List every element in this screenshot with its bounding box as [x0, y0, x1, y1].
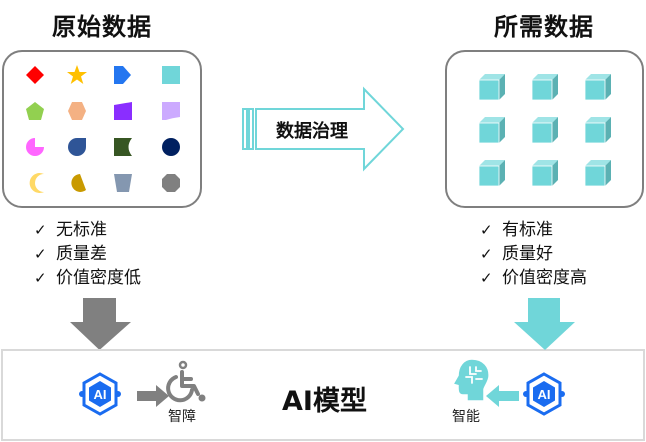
check-icon: ✓: [480, 245, 493, 263]
check-text: 质量差: [56, 244, 107, 264]
check-icon: ✓: [34, 269, 47, 287]
pentagon-shape: [26, 102, 44, 120]
check-icon: ✓: [480, 221, 493, 239]
raw-data-checklist: ✓ 无标准 ✓ 质量差 ✓ 价值密度低: [34, 218, 141, 290]
moon-shape: [29, 173, 44, 193]
raw-data-title: 原始数据: [52, 13, 152, 41]
ai-chip-icon: AI: [523, 372, 565, 416]
required-data-box: [445, 50, 644, 208]
cube-icon: [531, 74, 558, 101]
check-item: ✓ 无标准: [34, 218, 141, 242]
ai-chip-icon: AI: [79, 372, 121, 416]
check-icon: ✓: [480, 269, 493, 287]
required-data-title: 所需数据: [494, 13, 594, 41]
square-shape: [162, 66, 180, 84]
teal-down-arrow-icon: [514, 298, 575, 350]
trapezoid-shape: [114, 174, 132, 192]
chord-shape: [71, 174, 86, 192]
slanted-quad-shape: [114, 102, 132, 120]
cube-icon: [531, 117, 558, 144]
star-shape: [67, 65, 87, 84]
hexagon-shape: [68, 102, 86, 120]
gray-right-arrow-icon: [137, 385, 169, 407]
check-text: 无标准: [56, 220, 107, 240]
ai-badge-text: AI: [94, 387, 107, 402]
cube-icon: [478, 74, 505, 101]
teal-left-arrow-icon: [486, 385, 519, 407]
brain-head-icon: [454, 359, 489, 401]
governance-arrow-icon: [242, 86, 405, 172]
cube-icon: [478, 160, 505, 187]
cube-icon: [584, 160, 611, 187]
raw-data-box: [2, 50, 202, 208]
check-text: 价值密度高: [502, 268, 587, 288]
wave-flag-shape: [162, 102, 180, 120]
cube-icon: [531, 160, 558, 187]
left-caption: 智障: [168, 409, 196, 425]
check-icon: ✓: [34, 245, 47, 263]
gray-down-arrow-icon: [70, 298, 131, 350]
ai-badge-text: AI: [538, 387, 551, 402]
check-item: ✓ 质量差: [34, 242, 141, 266]
wheelchair-icon: [166, 360, 206, 403]
check-text: 价值密度低: [56, 268, 141, 288]
pie-shape: [26, 138, 44, 156]
check-item: ✓ 质量好: [480, 242, 587, 266]
cube-icon: [478, 117, 505, 144]
check-item: ✓ 有标准: [480, 218, 587, 242]
diamond-shape: [26, 66, 44, 84]
right-caption: 智能: [452, 409, 480, 425]
check-icon: ✓: [34, 221, 47, 239]
check-item: ✓ 价值密度高: [480, 266, 587, 290]
required-data-checklist: ✓ 有标准 ✓ 质量好 ✓ 价值密度高: [480, 218, 587, 290]
octagon-shape: [162, 174, 180, 192]
teardrop-shape: [68, 138, 86, 156]
raw-shapes-grid: [26, 65, 180, 193]
circle-shape: [162, 138, 180, 156]
governance-label: 数据治理: [276, 121, 348, 142]
cut-rect-shape: [114, 138, 132, 156]
cube-icon: [584, 117, 611, 144]
cube-icon: [584, 74, 611, 101]
check-text: 质量好: [502, 244, 553, 264]
check-item: ✓ 价值密度低: [34, 266, 141, 290]
check-text: 有标准: [502, 220, 553, 240]
cube-grid: [478, 74, 611, 187]
ai-model-label: AI模型: [282, 386, 367, 417]
pentagon-arrow-shape: [114, 66, 131, 84]
